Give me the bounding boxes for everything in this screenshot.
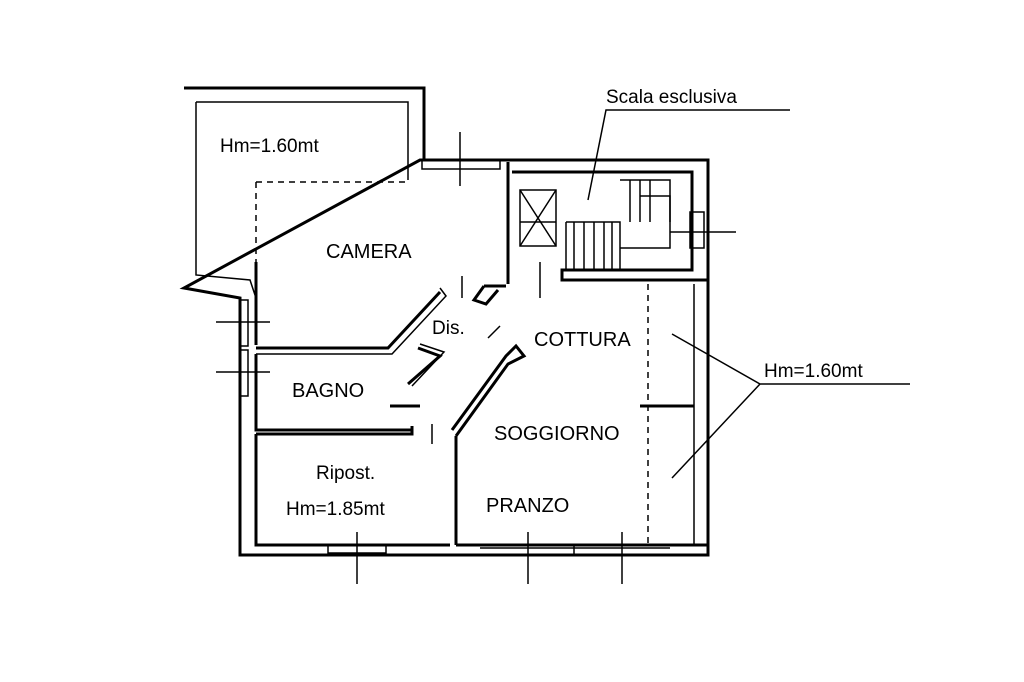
label-bagno: BAGNO: [292, 380, 364, 402]
window-left-bagno: [216, 349, 270, 397]
window-left-camera: [216, 299, 270, 347]
camera-walls: [254, 162, 510, 345]
label-pranzo: PRANZO: [486, 495, 569, 517]
label-ripost: Ripost.: [316, 463, 375, 484]
window-camera-top: [421, 132, 501, 186]
attic-outline-camera: [255, 181, 408, 262]
label-dis: Dis.: [432, 318, 465, 339]
right-partitions: [640, 284, 695, 545]
label-hm-right: Hm=1.60mt: [764, 361, 863, 382]
label-scala-esclusiva: Scala esclusiva: [606, 87, 737, 108]
label-cottura: COTTURA: [534, 329, 631, 351]
window-bottom-pranzo: [480, 532, 670, 584]
label-soggiorno: SOGGIORNO: [494, 423, 620, 445]
window-bottom-ripost: [327, 532, 387, 584]
outer-walls: [179, 86, 710, 557]
label-hm-ripost: Hm=1.85mt: [286, 499, 385, 520]
label-camera: CAMERA: [326, 241, 412, 263]
leader-scala: [587, 109, 790, 201]
stair-area: [512, 170, 736, 282]
leader-hm-right: [671, 333, 910, 479]
label-hm-top-left: Hm=1.60mt: [220, 136, 319, 157]
